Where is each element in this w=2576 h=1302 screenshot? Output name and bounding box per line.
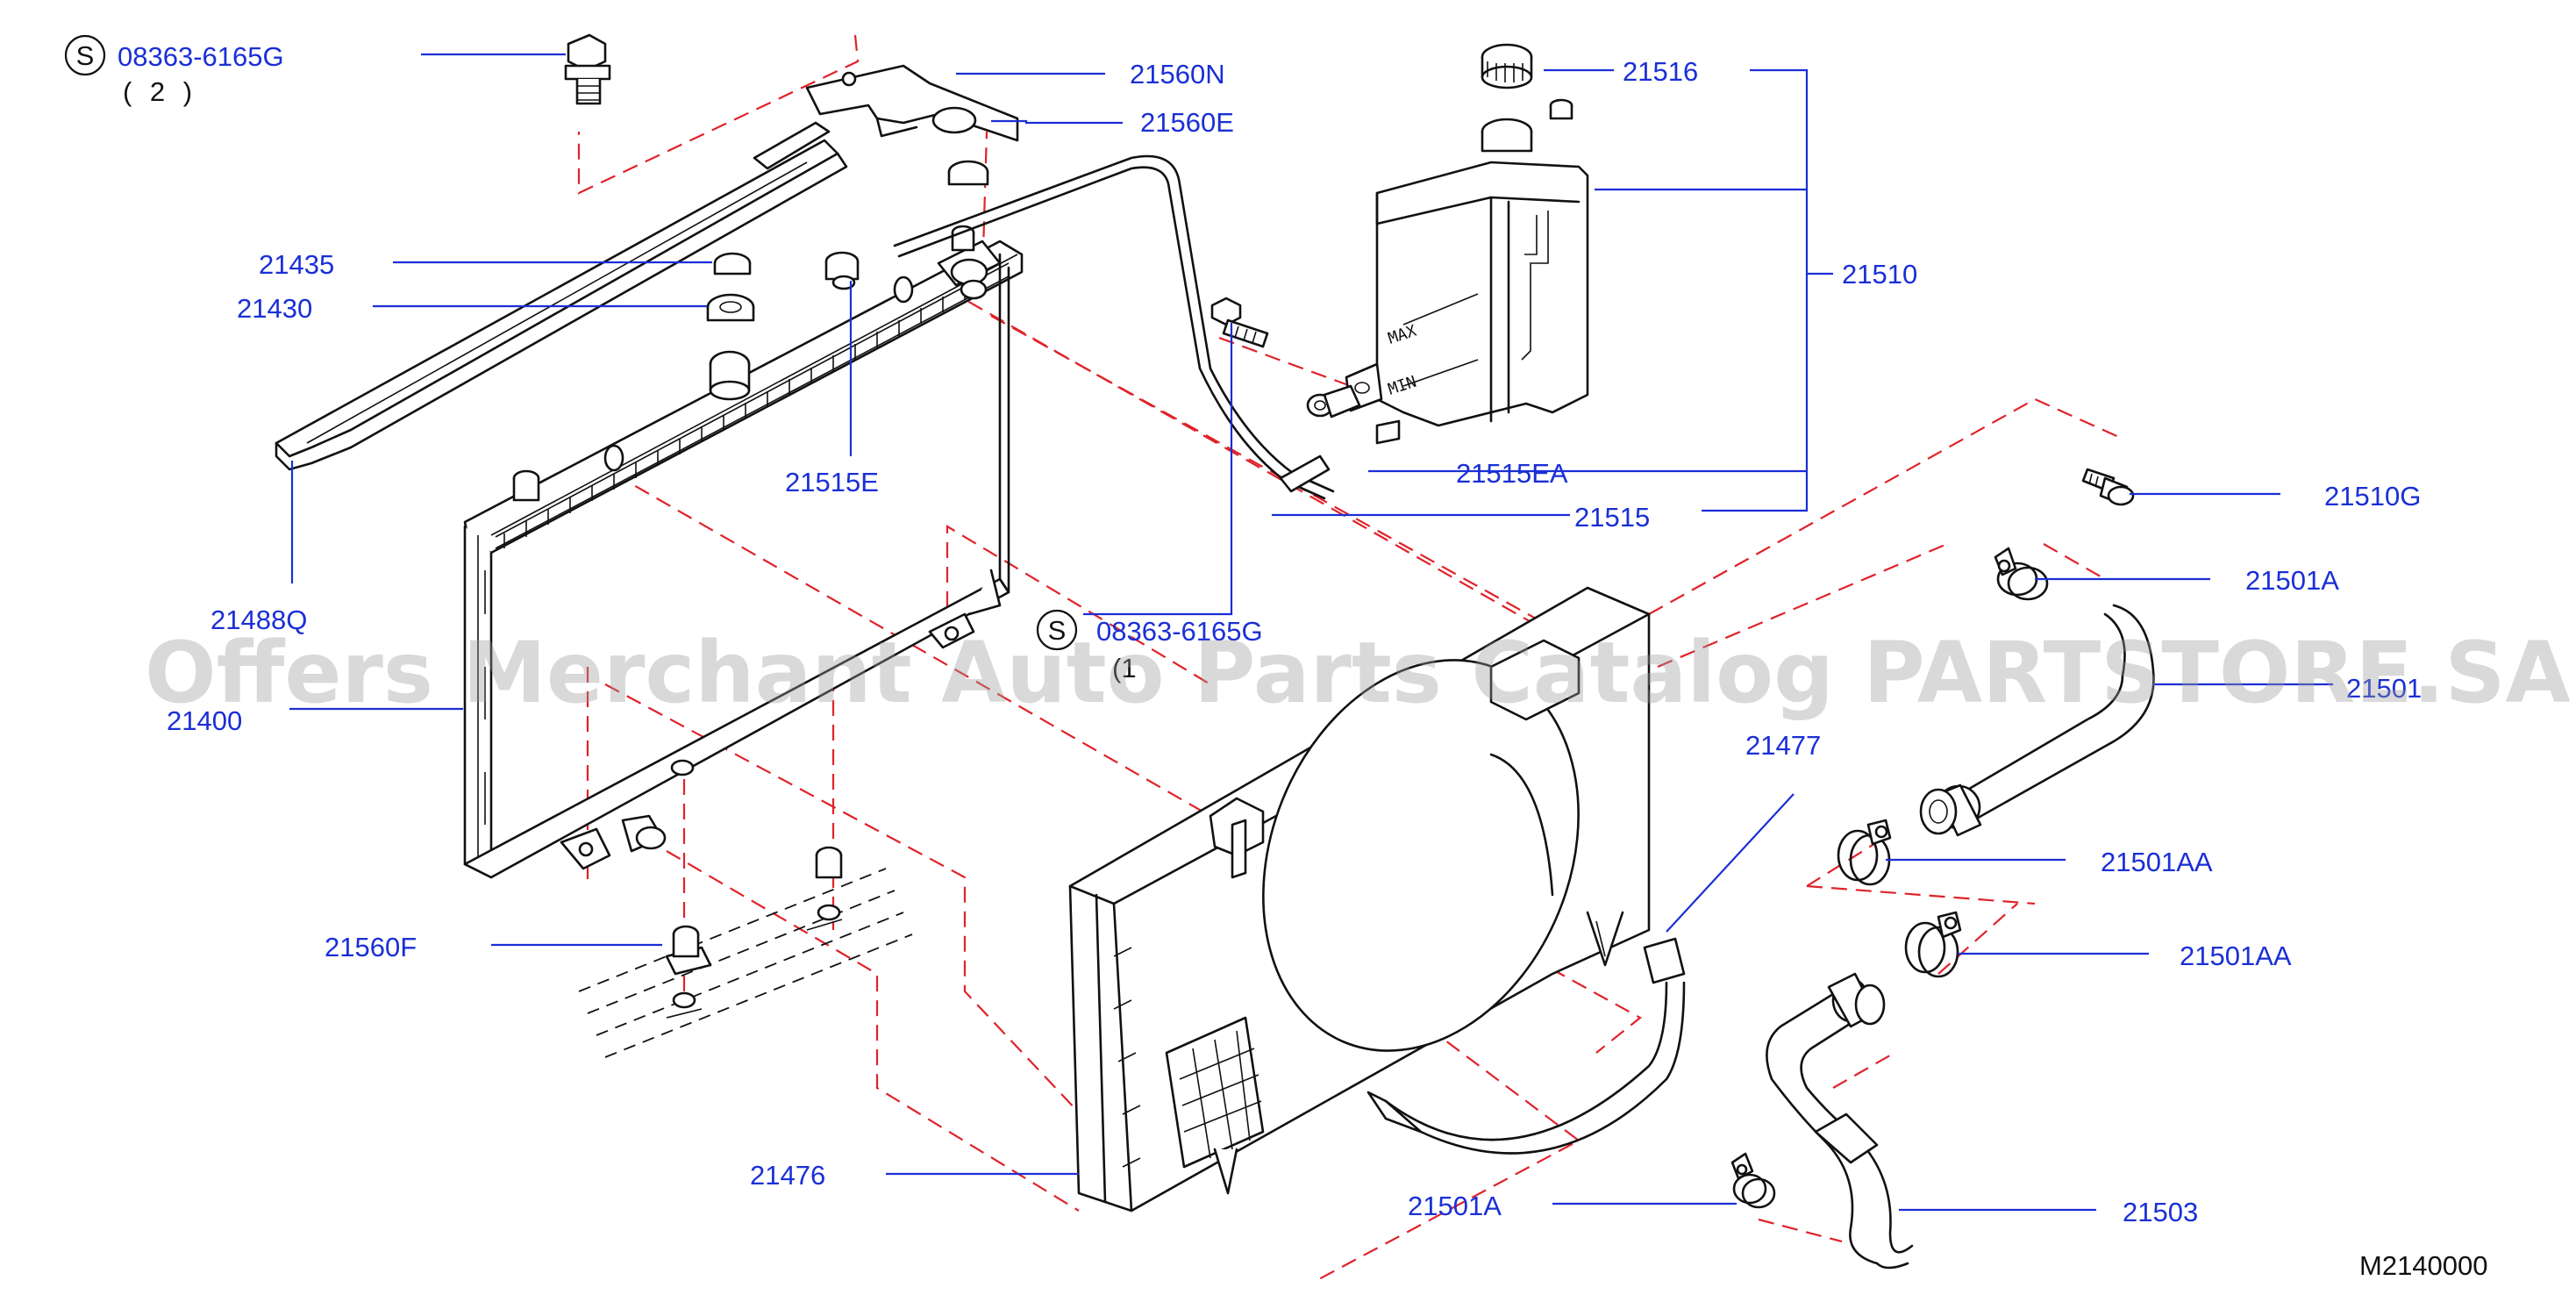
label-21477[interactable]: 21477: [1745, 730, 1821, 761]
upper-bracket-21560N: [805, 64, 1019, 142]
lower-hose-21503: [1766, 972, 1914, 1270]
bolt-top: [564, 33, 611, 105]
label-bolt-mid-qty: (1: [1112, 653, 1137, 683]
label-21510G[interactable]: 21510G: [2324, 481, 2421, 512]
label-21515[interactable]: 21515: [1574, 502, 1650, 533]
label-bolt-top-qty: ( 2 ): [123, 76, 197, 107]
grommet-21515EA: [1306, 384, 1361, 418]
leader-lines: [289, 53, 2333, 1212]
label-21503[interactable]: 21503: [2123, 1197, 2198, 1227]
label-21560E[interactable]: 21560E: [1140, 107, 1234, 138]
label-21400[interactable]: 21400: [167, 705, 242, 736]
tank-cap-21516: [1481, 43, 1533, 89]
grommet-21515E: [824, 251, 860, 290]
label-21430[interactable]: 21430: [237, 293, 312, 324]
label-21476[interactable]: 21476: [750, 1160, 825, 1191]
label-bolt-mid[interactable]: 08363-6165G: [1096, 616, 1263, 647]
label-21501AA-2[interactable]: 21501AA: [2180, 941, 2292, 971]
label-21516[interactable]: 21516: [1623, 56, 1698, 87]
label-21501A-bottom[interactable]: 21501A: [1408, 1191, 1502, 1221]
drawing-code: M2140000: [2359, 1250, 2488, 1281]
cap-21435: [713, 252, 752, 275]
seal-21430: [706, 293, 755, 322]
label-21435[interactable]: 21435: [259, 249, 334, 280]
label-21560N[interactable]: 21560N: [1130, 59, 1225, 89]
upper-hose-21501: [1919, 604, 2155, 837]
part-labels: S 08363-6165G ( 2 ) 21560N 21560E 21516 …: [64, 34, 2488, 1281]
label-21515E[interactable]: 21515E: [785, 467, 879, 497]
clamp-21501AA-2: [1904, 911, 1962, 978]
screw-21510G: [2081, 468, 2135, 506]
clamp-21501AA-1: [1837, 819, 1892, 886]
radiator-fins: [495, 262, 1010, 549]
bush-21560E: [947, 160, 989, 186]
clamp-21501A-bottom: [1730, 1152, 1776, 1209]
fan-shroud-21476: [1068, 586, 1651, 1213]
reservoir-tank-21510: MAX MIN: [1345, 98, 1589, 445]
label-bolt-top[interactable]: 08363-6165G: [118, 41, 284, 72]
watermark-text: Offers Merchant Auto Parts Catalog PARTS…: [145, 624, 2571, 722]
bolt-mid: [1210, 297, 1269, 348]
symbol-circle-mid: [1036, 609, 1078, 651]
label-21488Q[interactable]: 21488Q: [211, 604, 307, 635]
overflow-hose-21515: [893, 154, 1335, 500]
radiator-21400: [463, 225, 1024, 879]
label-21515EA[interactable]: 21515EA: [1456, 458, 1568, 489]
lower-bracket-21560F: [578, 846, 913, 1058]
symbol-circle-top: [64, 34, 106, 76]
label-21501[interactable]: 21501: [2346, 673, 2422, 704]
bolt-symbol-mid: S: [1048, 615, 1067, 646]
clamp-21501A-top: [1994, 547, 2049, 601]
label-21501AA-1[interactable]: 21501AA: [2101, 847, 2213, 877]
label-21560F[interactable]: 21560F: [325, 932, 417, 962]
seal-strip-21488Q: [275, 121, 848, 471]
label-21501A-top[interactable]: 21501A: [2245, 565, 2339, 596]
bolt-symbol-top: S: [76, 40, 95, 71]
shroud-ring-21477: [1366, 937, 1686, 1155]
label-21510[interactable]: 21510: [1842, 259, 1917, 290]
